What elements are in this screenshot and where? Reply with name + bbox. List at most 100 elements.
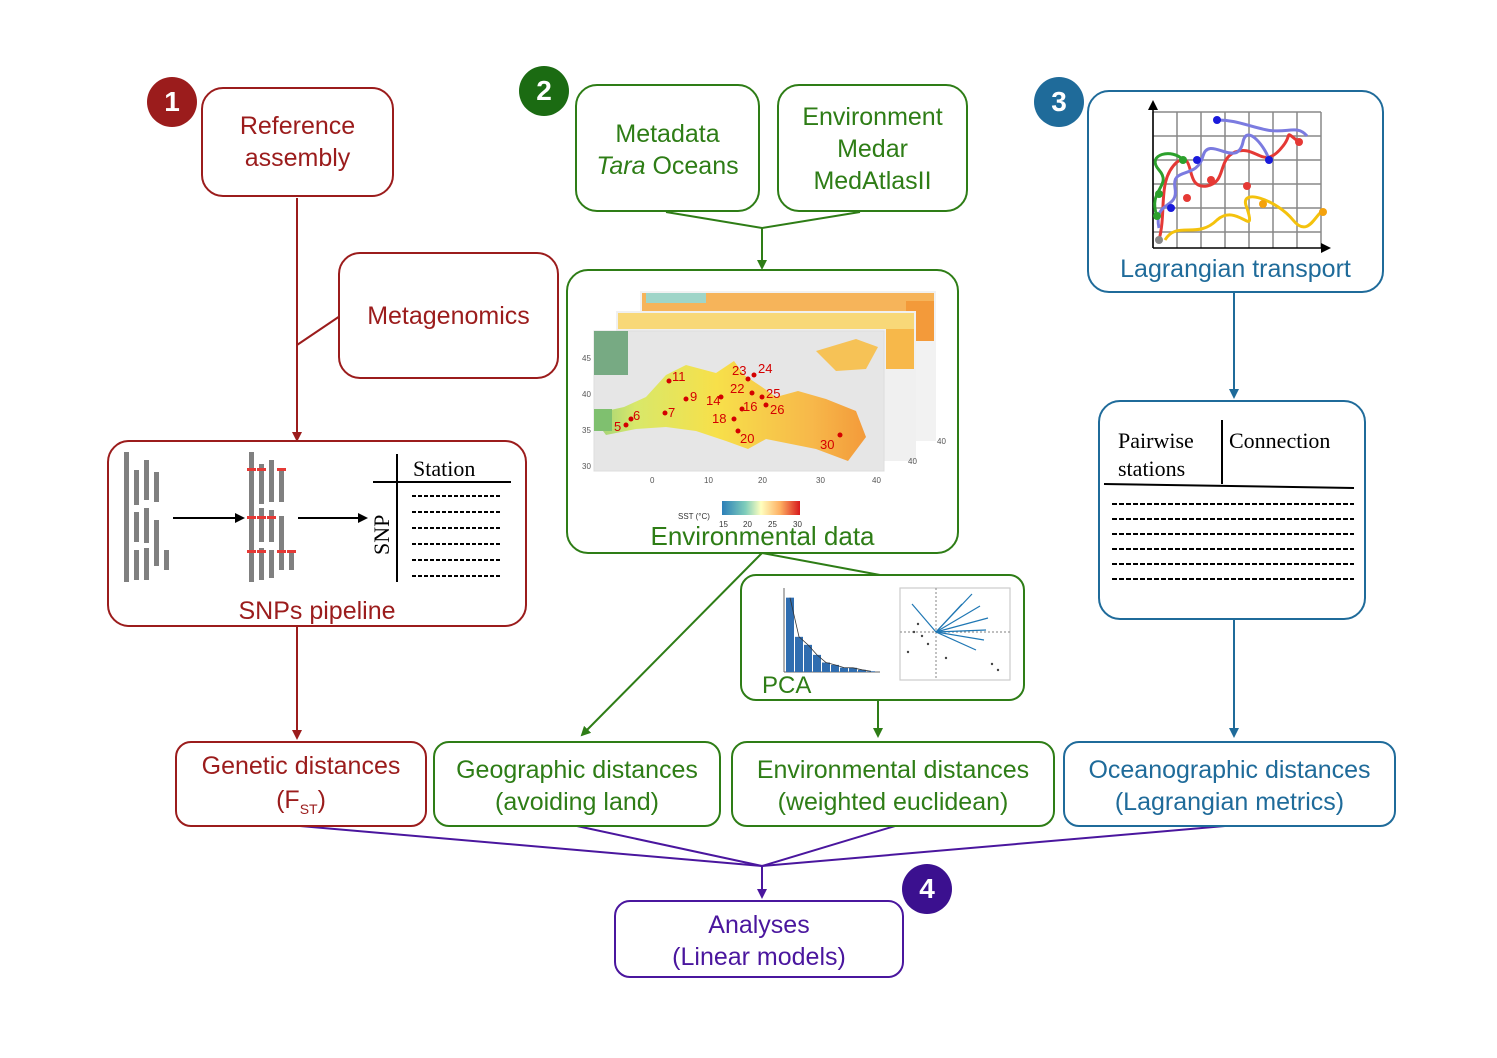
grid — [1152, 111, 1322, 248]
geographic-distances-label: Geographic distances — [456, 756, 698, 784]
svg-text:15: 15 — [719, 520, 728, 529]
scree-bar — [831, 664, 839, 672]
metadata-label: Metadata — [615, 120, 720, 148]
snps-pipeline-box: Station SNP SNPs pipeline — [107, 440, 527, 627]
pca-graphic — [783, 587, 1011, 681]
svg-text:SST (°C): SST (°C) — [678, 512, 710, 521]
svg-text:30: 30 — [793, 520, 802, 529]
svg-text:0: 0 — [650, 476, 655, 485]
arrow-metagenomics-join — [296, 315, 341, 346]
scree-bar — [786, 597, 794, 672]
scree-bars — [786, 597, 875, 672]
map-sheet-front: 45 40 35 30 0 10 20 30 40 5 6 — [582, 330, 885, 485]
svg-text:20: 20 — [740, 431, 754, 446]
svg-text:35: 35 — [582, 426, 591, 435]
analyses-box: Analyses (Linear models) — [614, 900, 904, 978]
svg-text:16: 16 — [743, 399, 757, 414]
snps-pipeline-label: SNPs pipeline — [238, 597, 396, 625]
scree-bar — [867, 671, 875, 672]
arrow-env-to-geographic — [580, 552, 763, 737]
svg-text:24: 24 — [758, 361, 772, 376]
avoiding-land-label: (avoiding land) — [495, 788, 659, 816]
metadata-box: Metadata Tara Oceans — [575, 84, 760, 212]
svg-text:22: 22 — [730, 381, 744, 396]
step-3-badge: 3 — [1034, 77, 1084, 127]
lon-ticks: 0 10 20 30 40 — [650, 476, 881, 485]
trajectories — [1153, 118, 1324, 241]
scree-bar — [813, 654, 821, 672]
scree-bar — [822, 662, 830, 672]
lagrangian-transport-box: Lagrangian transport — [1087, 90, 1384, 293]
arrows-to-analyses — [299, 825, 1226, 899]
svg-text:20: 20 — [758, 476, 767, 485]
biplot-points — [906, 622, 1000, 672]
svg-text:6: 6 — [633, 408, 640, 423]
svg-text:40: 40 — [582, 390, 591, 399]
connection-header: Connection — [1229, 428, 1330, 453]
svg-text:40: 40 — [872, 476, 881, 485]
linear-models-label: (Linear models) — [672, 943, 846, 971]
tara-oceans-label: Tara Oceans — [596, 152, 739, 180]
assembly-label: assembly — [244, 144, 351, 172]
scree-bar — [840, 667, 848, 672]
environment-box: Environment Medar MedAtlasII — [777, 84, 968, 212]
scree-bar — [858, 669, 866, 672]
environmental-distances-label: Environmental distances — [756, 756, 1030, 784]
lagrangian-metrics-label: (Lagrangian metrics) — [1114, 788, 1345, 816]
lagrangian-graphic — [1148, 100, 1331, 253]
table-station-header: Station — [413, 456, 475, 481]
svg-text:10: 10 — [704, 476, 713, 485]
biplot — [899, 587, 1011, 681]
step-2-badge: 2 — [519, 66, 569, 116]
atlantic-patch — [594, 331, 628, 375]
genetic-distances-label: Genetic distances — [201, 752, 401, 780]
sst-legend: SST (°C) 15 20 25 30 — [678, 501, 802, 529]
scree-line — [789, 597, 872, 672]
reads-unaligned — [124, 452, 169, 582]
station-labels: 5 6 7 9 11 14 16 18 20 22 23 24 25 26 30 — [614, 361, 834, 452]
fst-label: (FST) — [276, 786, 326, 817]
lat-ticks: 45 40 35 30 — [582, 354, 591, 471]
svg-text:5: 5 — [614, 419, 621, 434]
environmental-data-box: 40 40 45 40 35 30 0 10 20 30 — [566, 269, 959, 554]
svg-text:30: 30 — [820, 437, 834, 452]
arrow-env-to-pca — [761, 552, 881, 576]
svg-text:14: 14 — [706, 393, 720, 408]
svg-text:30: 30 — [582, 462, 591, 471]
pca-box: PCA — [740, 574, 1025, 701]
svg-text:40: 40 — [937, 437, 946, 446]
snp-markers — [247, 468, 296, 553]
svg-text:25: 25 — [768, 520, 777, 529]
snp-table — [373, 454, 511, 582]
metagenomics-label: Metagenomics — [367, 302, 530, 330]
svg-text:26: 26 — [770, 402, 784, 417]
metagenomics-box: Metagenomics — [338, 252, 559, 379]
genetic-distances-box: Genetic distances (FST) — [175, 741, 427, 827]
stations-header: stations — [1118, 456, 1185, 481]
svg-text:11: 11 — [672, 369, 686, 384]
medatlas-label: MedAtlasII — [813, 167, 932, 195]
black-sea — [816, 339, 878, 371]
svg-text:20: 20 — [743, 520, 752, 529]
medar-label: Medar — [837, 135, 908, 163]
svg-text:45: 45 — [582, 354, 591, 363]
pairwise-header: Pairwise — [1118, 428, 1194, 453]
svg-text:23: 23 — [732, 363, 746, 378]
connection-table-box: Pairwise stations Connection — [1098, 400, 1366, 620]
step-4-badge: 4 — [902, 864, 952, 914]
environmental-distances-box: Environmental distances (weighted euclid… — [731, 741, 1055, 827]
pca-label: PCA — [762, 672, 812, 699]
svg-text:7: 7 — [668, 405, 675, 420]
scree-bar — [795, 636, 803, 672]
environmental-data-label: Environmental data — [650, 521, 875, 551]
oceanographic-distances-box: Oceanographic distances (Lagrangian metr… — [1063, 741, 1396, 827]
geographic-distances-box: Geographic distances (avoiding land) — [433, 741, 721, 827]
svg-text:30: 30 — [816, 476, 825, 485]
scree-bar — [849, 667, 857, 672]
weighted-euclidean-label: (weighted euclidean) — [777, 788, 1009, 816]
table-snp-header: SNP — [369, 515, 394, 555]
station-points — [623, 372, 843, 438]
step-1-badge: 1 — [147, 77, 197, 127]
sst-map-stack: 40 40 45 40 35 30 0 10 20 30 — [582, 291, 946, 529]
